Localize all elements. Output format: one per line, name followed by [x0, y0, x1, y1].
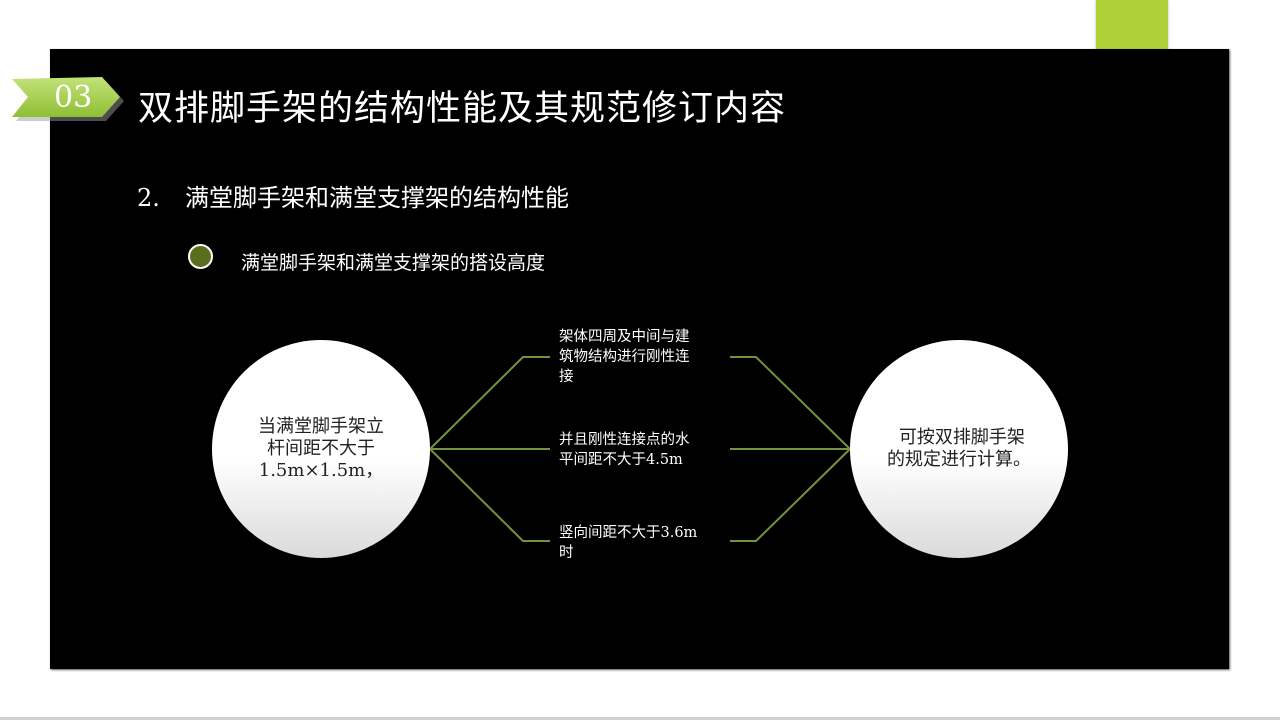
branch-text-3: 竖向间距不大于3.6m 时: [559, 525, 698, 561]
result-node-text: 可按双排脚手架 的规定进行计算。: [887, 427, 1031, 470]
bullet-circle-icon: [188, 244, 213, 269]
slide-panel: [50, 49, 1229, 669]
heading-number: 2.: [137, 184, 160, 212]
branch-text-1: 架体四周及中间与建 筑物结构进行刚性连 接: [559, 329, 690, 385]
chevron-arrow-icon: [12, 77, 124, 121]
section-badge: 03: [12, 77, 124, 122]
heading-text: 满堂脚手架和满堂支撑架的结构性能: [185, 184, 569, 212]
branch-text-2: 并且刚性连接点的水 平间距不大于4.5m: [559, 432, 690, 468]
condition-node-text: 当满堂脚手架立 杆间距不大于 1.5m×1.5m，: [258, 416, 384, 481]
result-node: 可按双排脚手架 的规定进行计算。: [850, 340, 1068, 558]
page-title: 双排脚手架的结构性能及其规范修订内容: [138, 89, 787, 129]
bottom-divider: [0, 717, 1280, 720]
condition-node: 当满堂脚手架立 杆间距不大于 1.5m×1.5m，: [212, 340, 430, 558]
bullet-text: 满堂脚手架和满堂支撑架的搭设高度: [241, 252, 546, 274]
section-heading: 2. 满堂脚手架和满堂支撑架的结构性能: [137, 178, 569, 213]
section-number: 03: [54, 80, 93, 115]
